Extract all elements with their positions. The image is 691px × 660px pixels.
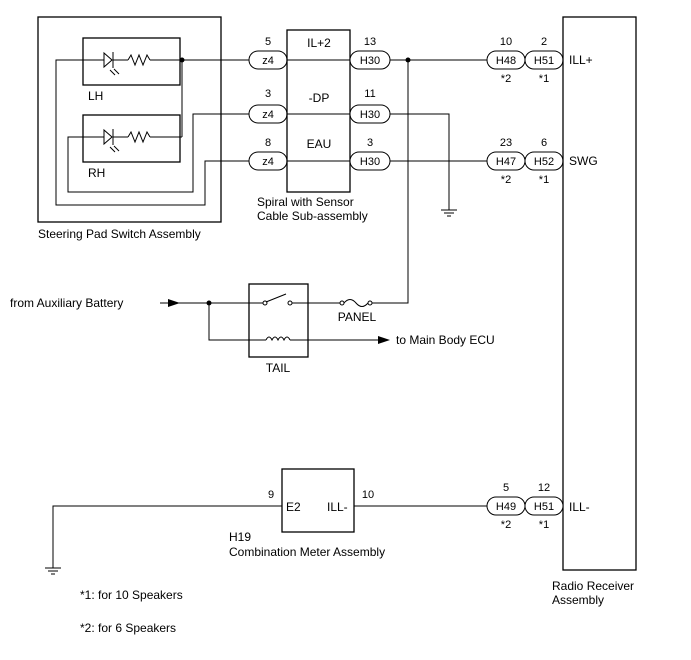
pin-h47: 23 <box>500 137 512 149</box>
panel-label: PANEL <box>338 310 377 324</box>
relay-switch-icon <box>249 293 308 306</box>
h51-top-label: H51 <box>534 55 554 67</box>
spiral-cable-box <box>286 29 351 193</box>
pin-meter-e2: 9 <box>268 489 274 501</box>
mark-star1-h51-bottom: *1 <box>539 519 549 531</box>
z4-label-1: z4 <box>262 55 274 67</box>
radio-receiver-assembly: ILL+ SWG ILL- Radio Receiver Assembly <box>552 16 637 607</box>
h52-label: H52 <box>534 156 554 168</box>
pin-h30-dp: 11 <box>364 88 375 100</box>
tail-relay-box <box>248 283 309 358</box>
radio-connectors-bottom: H49 5 *2 H51 12 *1 <box>486 482 564 531</box>
steering-internal-wiring <box>55 57 249 206</box>
h30-label-3: H30 <box>360 156 380 168</box>
radio-wires <box>372 57 487 304</box>
spiral-title-1: Spiral with Sensor <box>257 195 354 209</box>
mark-star2-h48: *2 <box>501 73 511 85</box>
pin-meter-ill: 10 <box>362 489 374 501</box>
spiral-cable-assembly: IL+2 -DP EAU Spiral with Sensor Cable Su… <box>257 29 368 223</box>
h48-label: H48 <box>496 55 516 67</box>
meter-ill: ILL- <box>327 500 348 514</box>
pin-h30-il: 13 <box>364 36 376 48</box>
note-10-speakers: *1: for 10 Speakers <box>80 588 183 602</box>
steering-pad-switch-assembly: LH RH Steering Pad Switch Assembly <box>37 16 222 241</box>
h49-label: H49 <box>496 501 516 513</box>
radio-swg: SWG <box>569 154 598 168</box>
h51-bottom-connector <box>524 496 564 516</box>
pin-z4-dp: 3 <box>265 88 271 100</box>
power-circuit: from Auxiliary Battery TAIL PANEL <box>10 283 495 375</box>
rh-led-icon <box>96 128 182 153</box>
h30-label-1: H30 <box>360 55 380 67</box>
h47-label: H47 <box>496 156 516 168</box>
mark-star1-h51-top: *1 <box>539 73 549 85</box>
radio-receiver-box <box>562 16 637 571</box>
spiral-title-2: Cable Sub-assembly <box>257 209 368 223</box>
radio-connectors-top: H48 10 *2 H51 2 *1 H47 23 *2 H52 6 *1 <box>486 36 564 186</box>
from-aux-battery: from Auxiliary Battery <box>10 296 123 310</box>
meter-e2: E2 <box>286 500 301 514</box>
pin-h51-top: 2 <box>541 36 547 48</box>
sig-dp: -DP <box>309 91 330 105</box>
arrow-right-icon <box>168 299 180 307</box>
sig-il: IL+2 <box>307 36 331 50</box>
combination-meter-box <box>281 468 355 533</box>
fuse-icon <box>339 299 373 307</box>
mark-star2-h47: *2 <box>501 174 511 186</box>
sig-eau: EAU <box>307 137 332 151</box>
arrow-right-icon <box>378 336 390 344</box>
radio-title-2: Assembly <box>552 593 604 607</box>
lh-led-icon <box>96 51 182 76</box>
to-main-body-ecu: to Main Body ECU <box>396 333 495 347</box>
pin-z4-eau: 8 <box>265 137 271 149</box>
steering-pad-title: Steering Pad Switch Assembly <box>38 227 201 241</box>
z4-label-2: z4 <box>262 109 274 121</box>
h51-bottom-label: H51 <box>534 501 554 513</box>
h30-connectors: H30 13 H30 11 H30 3 <box>349 36 391 171</box>
pin-h30-eau: 3 <box>367 137 373 149</box>
ground-icon <box>441 209 457 217</box>
meter-connector-h19: H19 <box>229 530 251 544</box>
tail-label: TAIL <box>266 361 291 375</box>
h30-label-2: H30 <box>360 109 380 121</box>
pin-h49: 5 <box>503 482 509 494</box>
radio-ill-minus: ILL- <box>569 500 590 514</box>
rh-label: RH <box>88 166 105 180</box>
note-6-speakers: *2: for 6 Speakers <box>80 621 176 635</box>
radio-ill-plus: ILL+ <box>569 53 593 67</box>
pin-h51-bottom: 12 <box>538 482 550 494</box>
radio-title-1: Radio Receiver <box>552 579 634 593</box>
pin-h48: 10 <box>500 36 512 48</box>
meter-title: Combination Meter Assembly <box>229 545 385 559</box>
pin-z4-il: 5 <box>265 36 271 48</box>
ground-icon <box>45 567 61 575</box>
pin-h52: 6 <box>541 137 547 149</box>
z4-label-3: z4 <box>262 156 274 168</box>
relay-coil-icon <box>249 336 308 342</box>
lh-lamp-box <box>82 37 181 86</box>
footnotes: *1: for 10 Speakers *2: for 6 Speakers <box>80 588 183 635</box>
lh-label: LH <box>88 89 103 103</box>
mark-star1-h52: *1 <box>539 174 549 186</box>
combination-meter-assembly: E2 ILL- 9 10 H19 Combination Meter Assem… <box>45 468 487 575</box>
mark-star2-h49: *2 <box>501 519 511 531</box>
z4-connectors: z4 5 z4 3 z4 8 <box>248 36 288 171</box>
rh-lamp-box <box>82 114 181 163</box>
